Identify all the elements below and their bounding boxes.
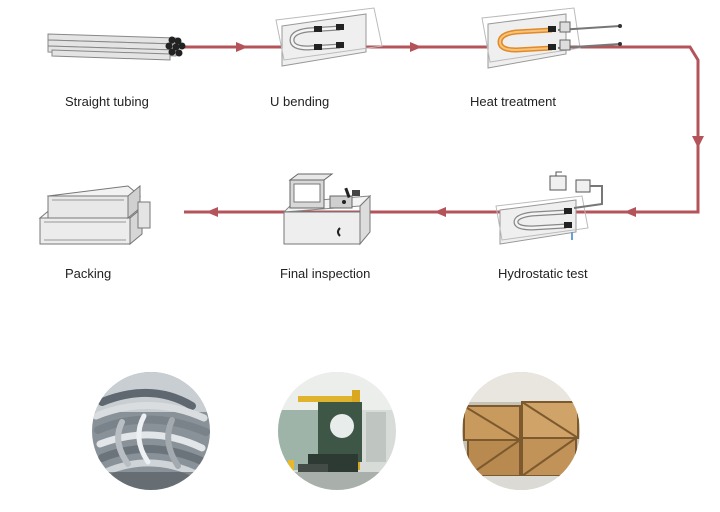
u-bend-plate-icon (275, 7, 383, 67)
bending-machine-photo (278, 372, 396, 490)
pressure-test-icon (495, 171, 603, 245)
arrowhead-left (206, 207, 218, 217)
flow-connector (180, 45, 700, 214)
step-label-heat-treatment: Heat treatment (470, 94, 556, 109)
arrowhead-right (236, 42, 248, 52)
tube-bundle-icon (47, 33, 186, 61)
arrowhead-left (434, 207, 446, 217)
wooden-crates-photo (462, 372, 580, 490)
step-label-straight-tubing: Straight tubing (65, 94, 149, 109)
step-label-u-bending: U bending (270, 94, 330, 109)
arrowhead-down (692, 136, 704, 148)
heat-treatment-icon (481, 7, 622, 69)
step-label-hydrostatic-test: Hydrostatic test (498, 266, 588, 281)
flow-arrowheads (206, 42, 704, 217)
inspection-machine-icon (282, 173, 372, 246)
crates-icon (38, 184, 151, 246)
step-label-packing: Packing (65, 266, 112, 281)
step-label-final-inspection: Final inspection (280, 266, 371, 281)
arrowhead-right (410, 42, 422, 52)
arrowhead-left (624, 207, 636, 217)
u-tube-coils-photo (92, 372, 210, 490)
